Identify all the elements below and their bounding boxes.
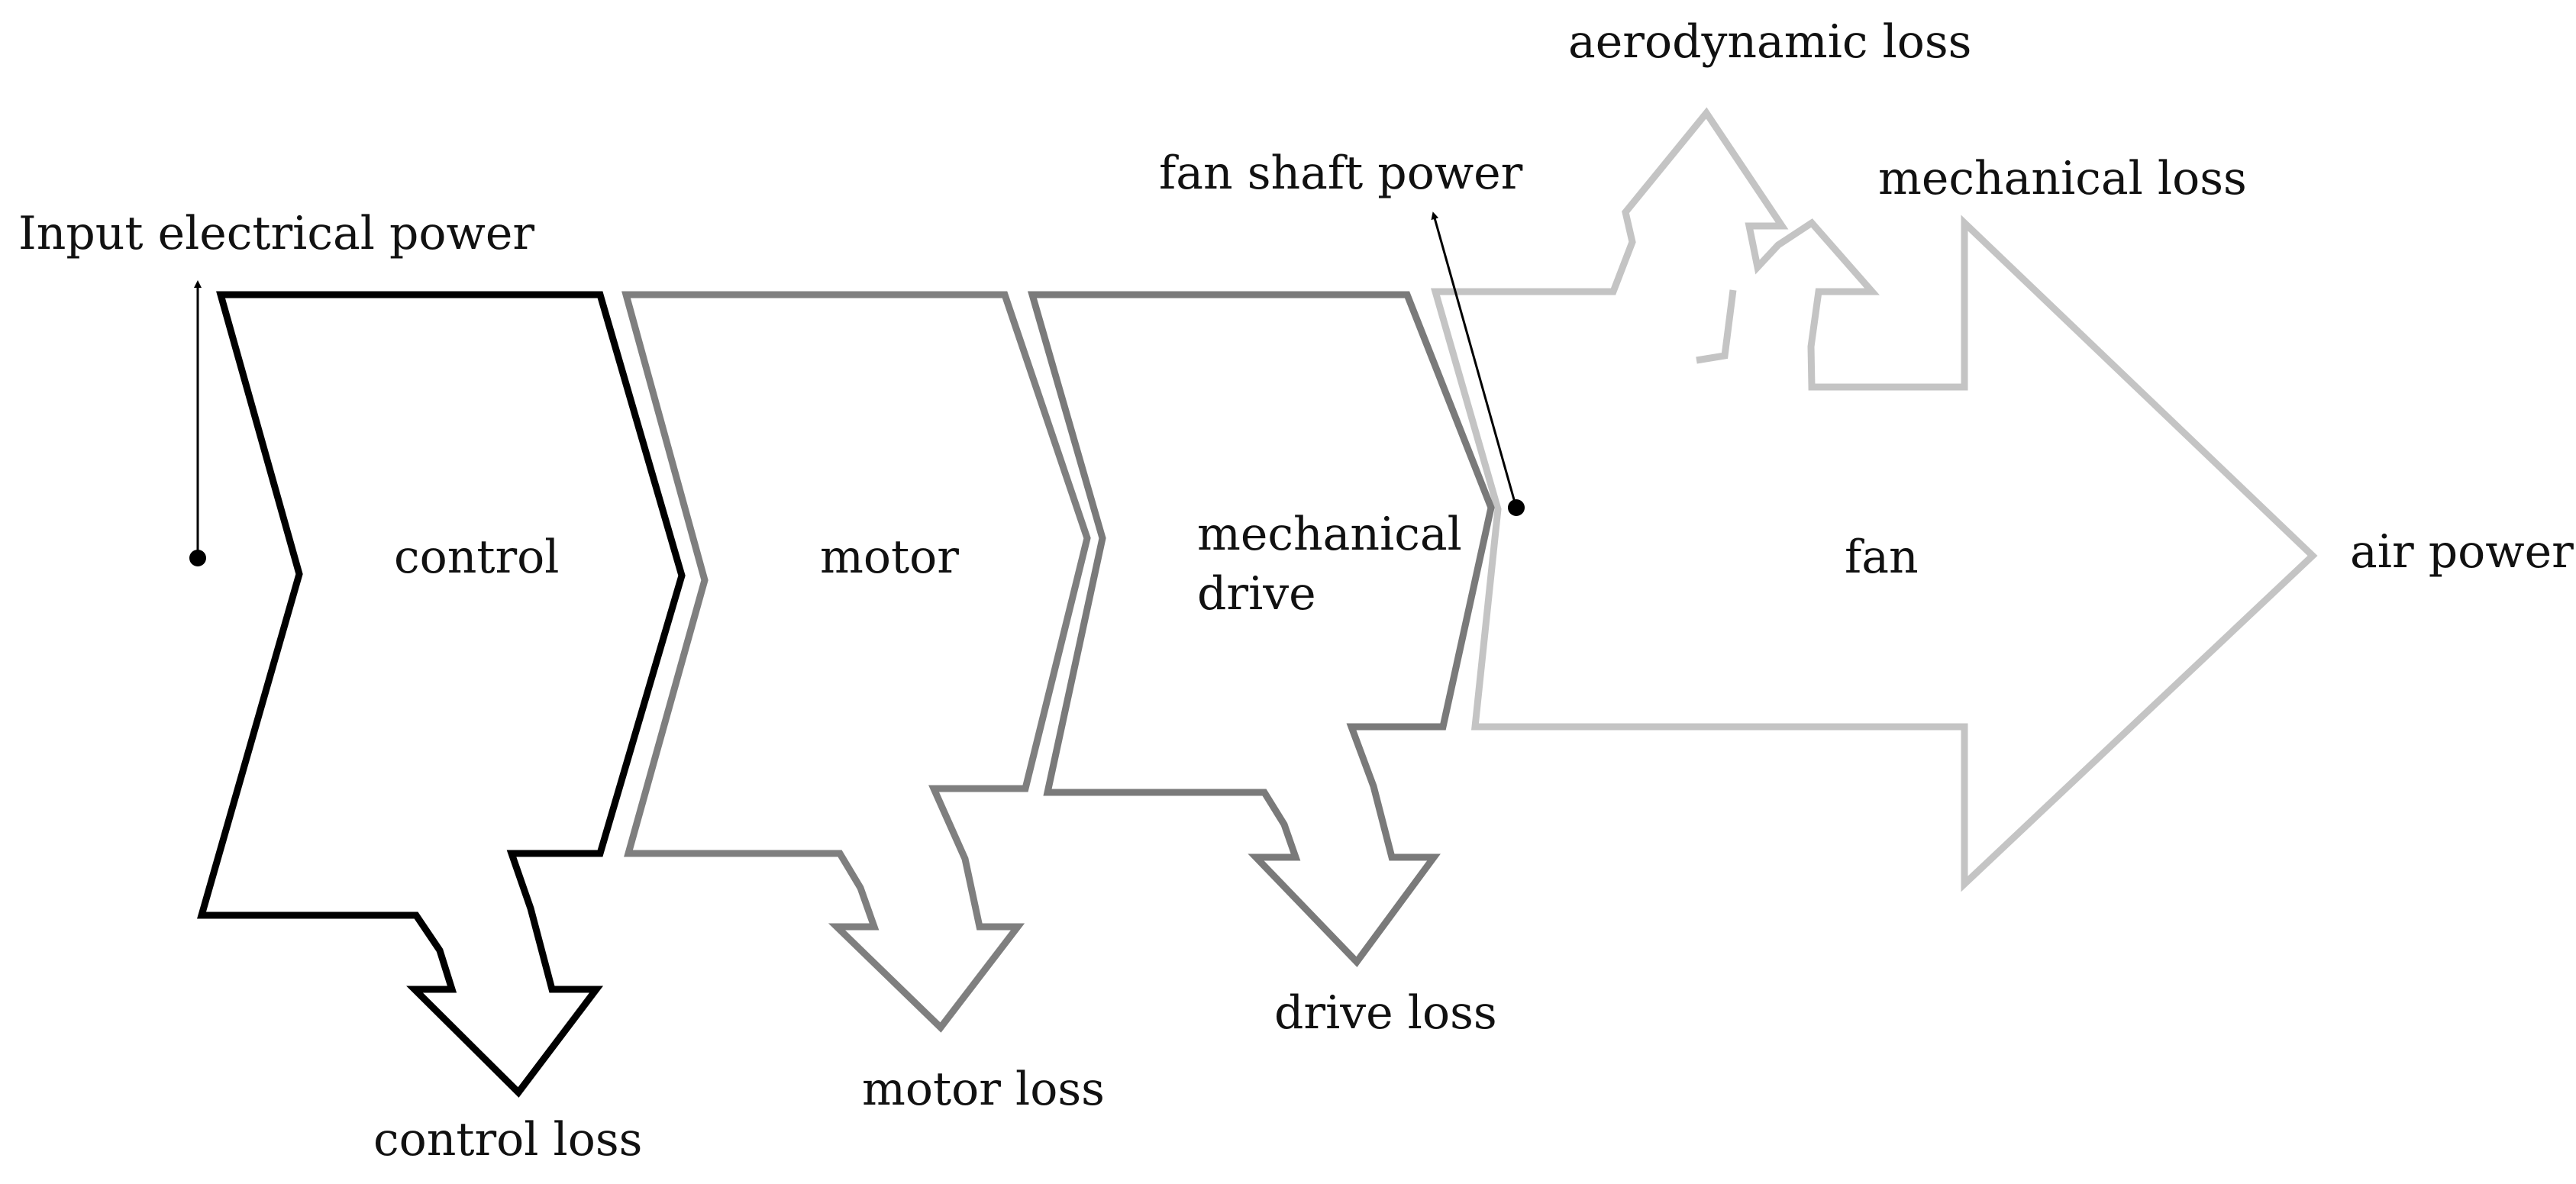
input-electrical-power-label: Input electrical power xyxy=(18,207,534,260)
mechanical-drive-label-line1: mechanical xyxy=(1197,508,1462,561)
aerodynamic-loss-label: aerodynamic loss xyxy=(1568,15,1971,69)
fan-label: fan xyxy=(1845,531,1919,584)
motor-label: motor xyxy=(820,531,959,584)
motor-loss-label: motor loss xyxy=(862,1063,1105,1116)
fan-shaft-power-dot xyxy=(1508,499,1525,516)
fan-shaft-power-label: fan shaft power xyxy=(1159,147,1523,200)
control-stage-arrow xyxy=(197,291,686,1098)
air-power-label: air power xyxy=(2350,525,2574,579)
mechanical-drive-stage-arrow xyxy=(1028,291,1495,967)
control-loss-label: control loss xyxy=(373,1113,642,1166)
fan-shaft-power-pointer xyxy=(1431,211,1518,508)
fan-stage-arrow xyxy=(1431,107,2318,892)
input-power-dot xyxy=(189,550,206,566)
motor-stage-arrow xyxy=(621,291,1091,1033)
mechanical-drive-label-line2: drive xyxy=(1197,567,1316,621)
aerodynamic-loss-arrow xyxy=(1696,289,1737,364)
control-label: control xyxy=(394,531,559,584)
drive-loss-label: drive loss xyxy=(1274,986,1497,1040)
mechanical-loss-label: mechanical loss xyxy=(1878,152,2247,205)
